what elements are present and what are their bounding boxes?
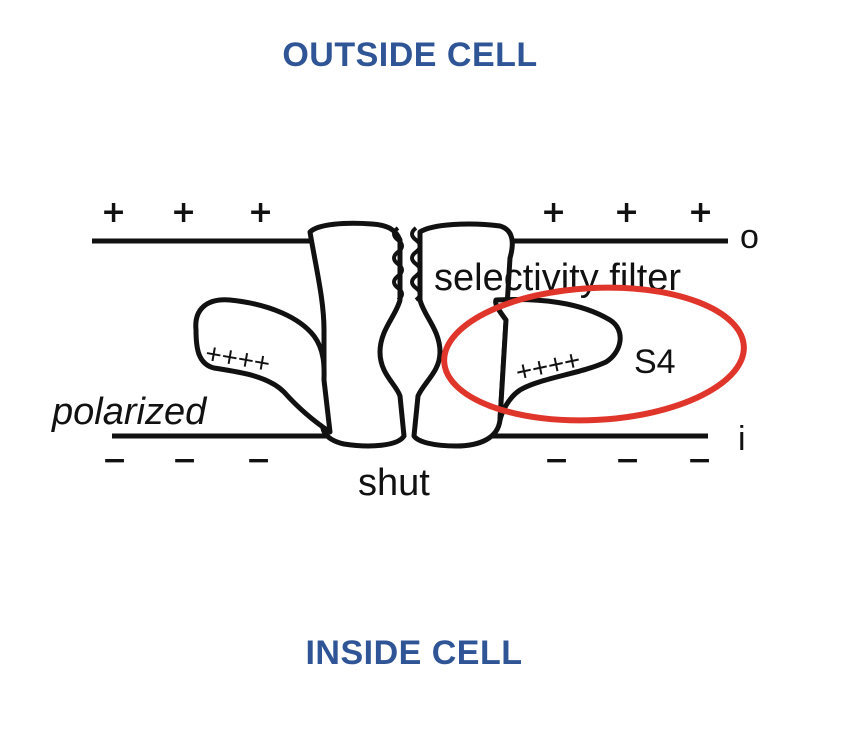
outer-charge: + xyxy=(614,195,639,230)
inside-cell-label: INSIDE CELL xyxy=(305,634,523,672)
inner-side-label: i xyxy=(738,420,746,458)
polarized-label: polarized xyxy=(51,391,208,433)
outer-charge: + xyxy=(541,195,566,230)
inner-charge: − xyxy=(615,443,640,478)
inner-charge: − xyxy=(102,443,127,478)
voltage-sensor-right xyxy=(493,297,623,423)
outer-charge: + xyxy=(688,195,713,230)
inner-charge: − xyxy=(172,443,197,478)
s4-highlight-ellipse xyxy=(441,284,747,424)
inner-charge: − xyxy=(544,443,569,478)
s4-label: S4 xyxy=(634,343,676,381)
channel-right-subunit xyxy=(411,221,515,449)
inner-charge: − xyxy=(246,443,271,478)
shut-label: shut xyxy=(358,462,430,504)
inner-charge: − xyxy=(687,443,712,478)
outside-cell-label: OUTSIDE CELL xyxy=(282,36,538,74)
voltage-sensor-left xyxy=(193,297,333,435)
outer-charge: + xyxy=(171,195,196,230)
selectivity-filter-left xyxy=(392,226,404,302)
selectivity-filter-right xyxy=(410,226,422,302)
outer-charge: + xyxy=(248,195,273,230)
outer-side-label: o xyxy=(740,218,759,256)
outer-charge: + xyxy=(101,195,126,230)
